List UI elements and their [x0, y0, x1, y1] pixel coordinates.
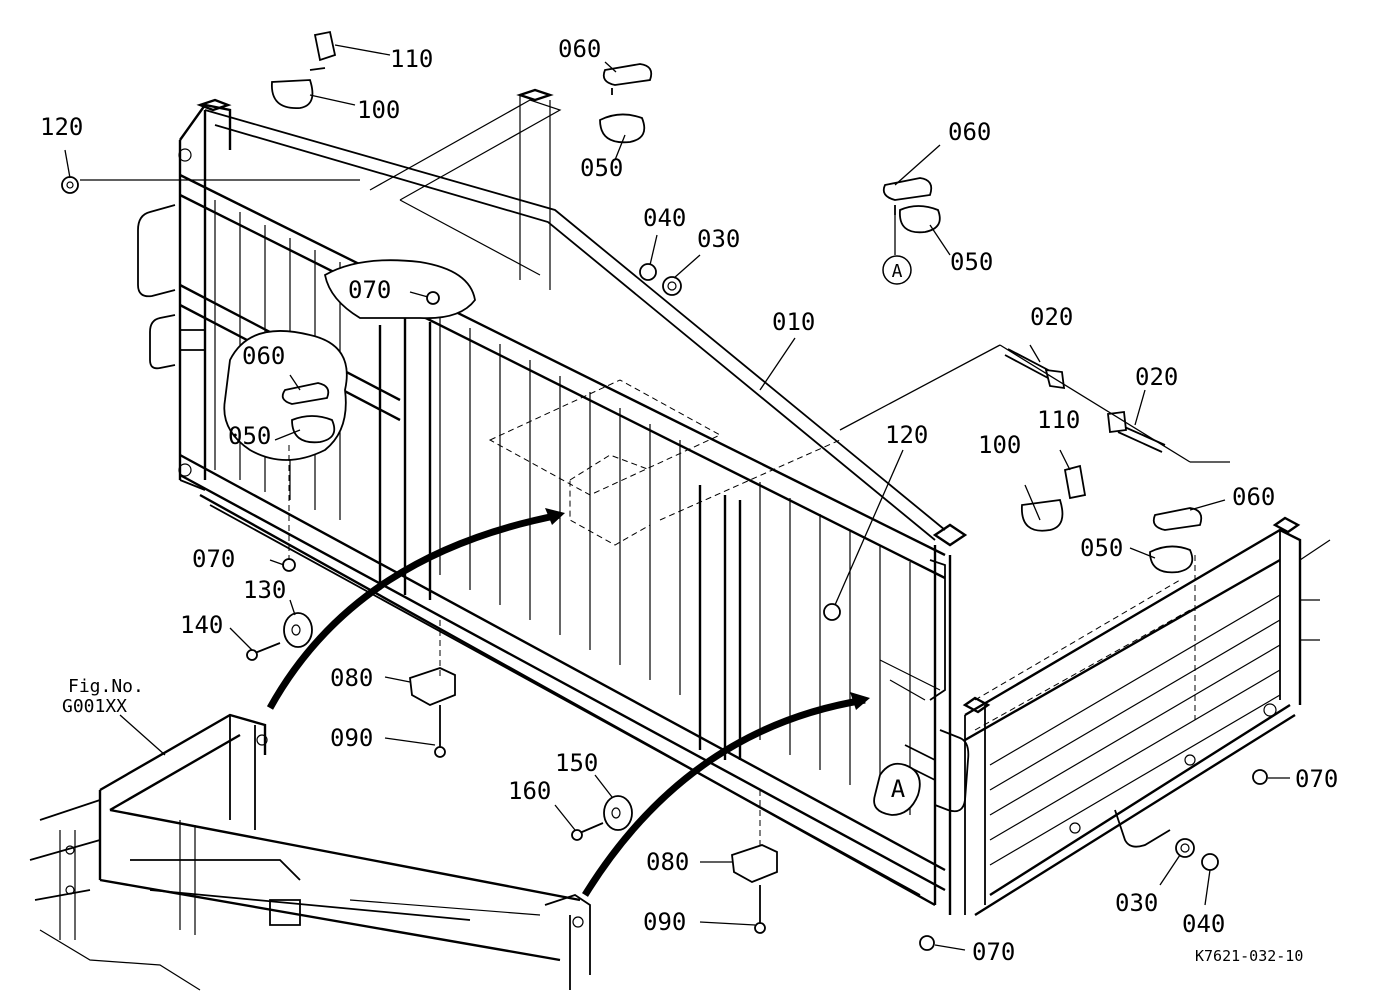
part-label-020: 020 [1135, 363, 1178, 391]
part-label-070: 070 [348, 276, 391, 304]
right-side-gate [879, 516, 1331, 917]
part-label-010: 010 [772, 308, 815, 336]
leader-lines [64, 44, 1290, 951]
part-label-050: 050 [228, 422, 271, 450]
assembly-arrows [266, 508, 870, 897]
view-a-letter: A [891, 775, 906, 803]
part-label-040: 040 [1182, 910, 1225, 938]
part-labels: 110 100 060 050 120 060 050 040 030 070 … [40, 35, 1338, 966]
part-label-060: 060 [1232, 483, 1275, 511]
part-label-020: 020 [1030, 303, 1073, 331]
part-label-110: 110 [390, 45, 433, 73]
part-label-090: 090 [330, 724, 373, 752]
part-label-030: 030 [697, 225, 740, 253]
part-label-050: 050 [950, 248, 993, 276]
part-label-120: 120 [40, 113, 83, 141]
part-graphics [61, 30, 1268, 951]
view-a-symbol-top: A [882, 255, 912, 285]
part-label-110: 110 [1037, 406, 1080, 434]
part-label-100: 100 [978, 431, 1021, 459]
part-label-080: 080 [646, 848, 689, 876]
part-label-070: 070 [1295, 765, 1338, 793]
part-label-050: 050 [580, 154, 623, 182]
part-label-070: 070 [192, 545, 235, 573]
figure-reference-line2: G001XX [62, 696, 127, 717]
part-label-140: 140 [180, 611, 223, 639]
part-label-100: 100 [357, 96, 400, 124]
part-label-160: 160 [508, 777, 551, 805]
part-label-130: 130 [243, 576, 286, 604]
part-label-120: 120 [885, 421, 928, 449]
upper-inset [323, 259, 476, 320]
view-a-letter: A [892, 261, 903, 282]
cargo-bed-assembly [137, 88, 968, 915]
figure-reference: Fig.No. G001XX [62, 676, 144, 717]
part-label-060: 060 [558, 35, 601, 63]
part-label-060: 060 [242, 342, 285, 370]
diagram-id: K7621-032-10 [1195, 947, 1303, 965]
part-label-030: 030 [1115, 889, 1158, 917]
part-label-150: 150 [555, 749, 598, 777]
part-label-060: 060 [948, 118, 991, 146]
view-a-marker-bottom [873, 762, 921, 816]
view-a-symbol-bottom: A [891, 775, 906, 803]
part-label-080: 080 [330, 664, 373, 692]
part-label-090: 090 [643, 908, 686, 936]
part-label-050: 050 [1080, 534, 1123, 562]
chassis-frame [29, 713, 591, 991]
figure-reference-line1: Fig.No. [68, 676, 144, 697]
part-label-040: 040 [643, 204, 686, 232]
part-label-070: 070 [972, 938, 1015, 966]
